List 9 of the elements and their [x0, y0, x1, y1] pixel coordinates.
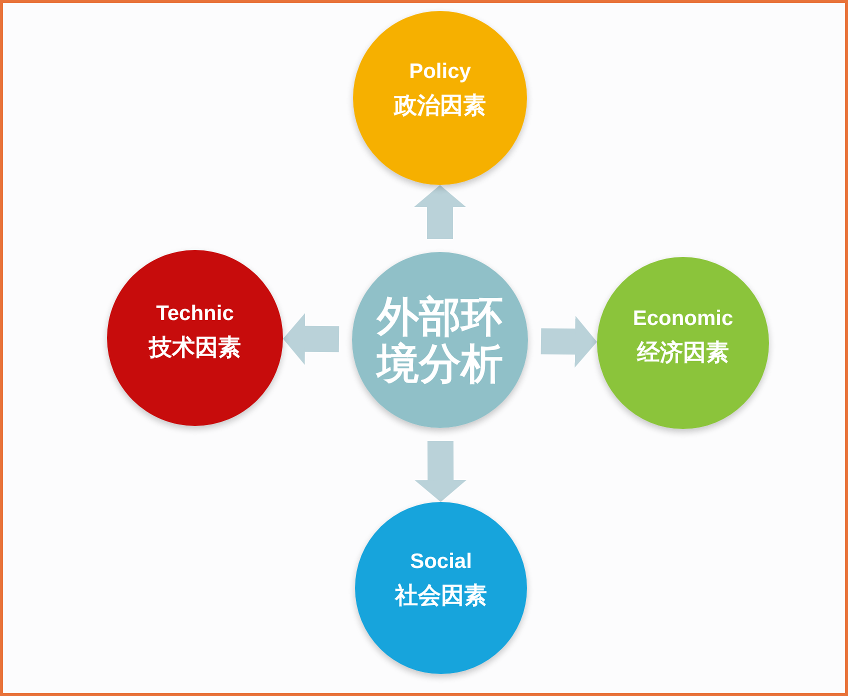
factor-title: Policy	[409, 60, 471, 84]
factor-title: Technic	[156, 302, 234, 326]
factor-title: Social	[410, 550, 472, 574]
factor-subtitle: 社会因素	[395, 583, 487, 610]
factor-subtitle: 技术因素	[149, 335, 241, 362]
factor-subtitle: 经济因素	[637, 340, 729, 367]
factor-subtitle: 政治因素	[394, 93, 486, 120]
factor-title: Economic	[632, 307, 734, 332]
center-title: 外部环境分析	[374, 292, 504, 388]
